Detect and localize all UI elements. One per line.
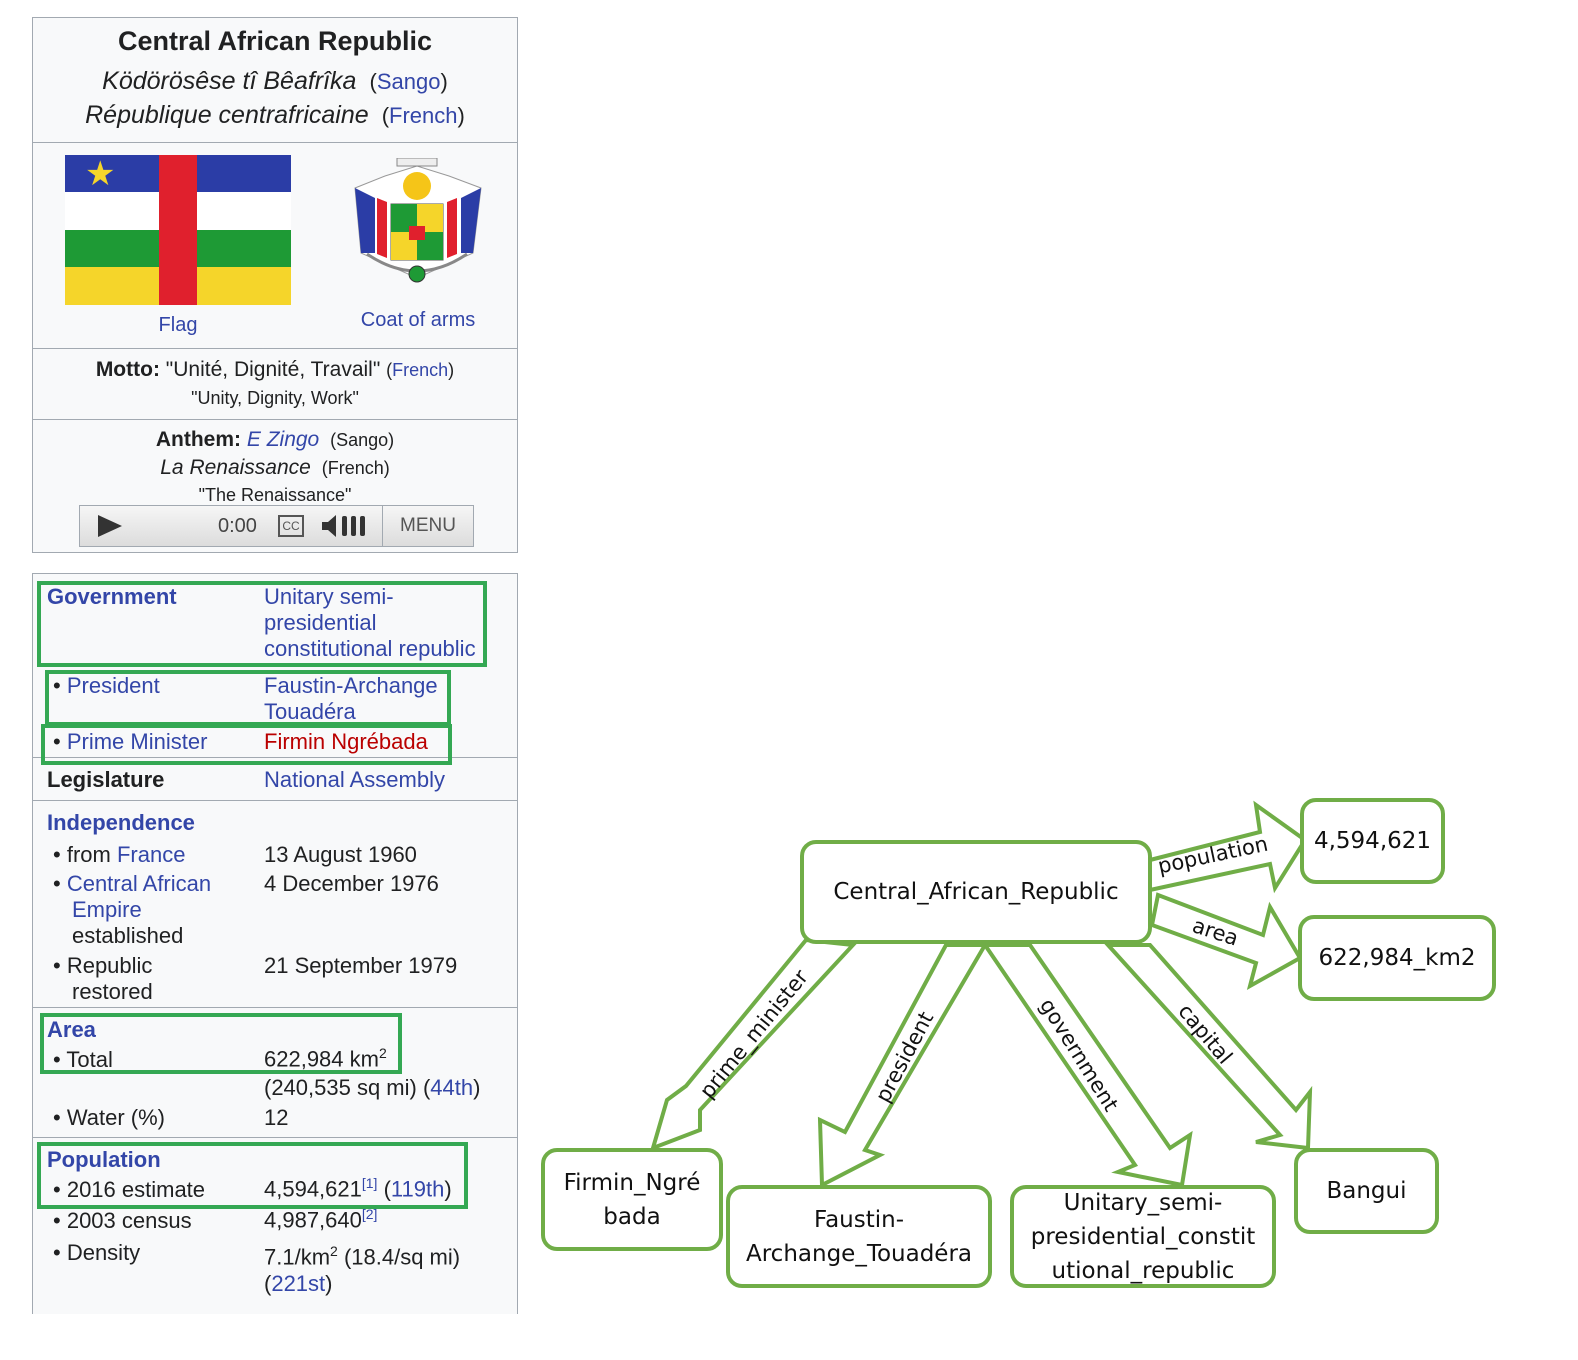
flag-caption[interactable]: Flag	[158, 314, 198, 336]
water-value: 12	[264, 1105, 289, 1130]
infobox-top: Central African Republic Ködörösêse tî B…	[32, 17, 518, 553]
legislature-value[interactable]: National Assembly	[264, 767, 445, 792]
republic-value: 21 September 1979	[264, 953, 458, 978]
node-bangui: Bangui	[1294, 1148, 1439, 1234]
population-rank-link[interactable]: 119th	[390, 1176, 445, 1202]
edge-arrow-capital	[1103, 943, 1313, 1151]
highlight-prime-minister	[41, 724, 452, 765]
ref-1-link[interactable]: [1]	[361, 1175, 378, 1191]
edge-arrow-president	[817, 943, 989, 1189]
closed-captions-icon[interactable]: CC	[278, 515, 304, 537]
native-name-sango: Ködörösêse tî Bêafrîka (Sango)	[102, 67, 448, 95]
census-value: 4,987,640[2]	[264, 1206, 378, 1233]
highlight-population	[37, 1142, 468, 1209]
president-link[interactable]: President	[66, 673, 160, 698]
president-row-label: • President	[53, 673, 160, 698]
total-sqmi: (240,535 sq mi) (44th)	[264, 1075, 481, 1100]
node-central-african-republic: Central_African_Republic	[800, 840, 1152, 944]
empire-link[interactable]: Central African	[66, 871, 212, 896]
anthem-link[interactable]: E Zingo	[246, 428, 320, 451]
density-rank-link[interactable]: 221st	[271, 1271, 326, 1297]
sango-link[interactable]: Sango	[376, 69, 441, 94]
motto: Motto: "Unité, Dignité, Travail" (French…	[95, 358, 455, 381]
menu-button[interactable]: MENU	[400, 515, 456, 536]
motto-translation: "Unity, Dignity, Work"	[191, 388, 359, 408]
legislature-label: Legislature	[47, 767, 165, 792]
coat-of-arms-image[interactable]	[345, 158, 490, 296]
french-link[interactable]: French	[389, 103, 458, 128]
anthem: Anthem: E Zingo (Sango)	[155, 428, 395, 451]
from-france-value: 13 August 1960	[264, 842, 417, 867]
total-value: 622,984 km2	[264, 1045, 387, 1072]
volume-icon[interactable]	[320, 513, 372, 539]
edge-arrow-population	[1148, 800, 1308, 894]
node-population-value: 4,594,621	[1300, 798, 1445, 884]
anthem-french: La Renaissance (French)	[160, 456, 390, 479]
total-label: • Total	[53, 1047, 113, 1072]
highlight-government	[37, 581, 487, 667]
node-faustin-archange-touadera: Faustin- Archange_Touadéra	[726, 1185, 992, 1288]
estimate-value: 4,594,621[1] (119th)	[264, 1175, 452, 1202]
node-area-value: 622,984_km2	[1298, 915, 1496, 1001]
edge-arrow-prime-minister	[649, 937, 858, 1152]
area-rank-link[interactable]: 44th	[430, 1075, 474, 1100]
anthem-translation: "The Renaissance"	[198, 485, 352, 505]
government-label[interactable]: Government	[47, 584, 177, 609]
ref-2-link[interactable]: [2]	[361, 1206, 378, 1222]
president-value[interactable]: Faustin-Archange Touadéra	[264, 673, 438, 724]
motto-lang-link[interactable]: French	[392, 360, 449, 380]
republic-label: • Republic restored	[53, 953, 153, 1004]
star-icon: ★	[85, 155, 116, 193]
edge-arrow-area	[1149, 892, 1303, 991]
government-value[interactable]: Unitary semi- presidential constitutiona…	[264, 584, 476, 661]
pm-value[interactable]: Firmin Ngrébada	[264, 729, 428, 754]
highlight-area	[40, 1013, 402, 1074]
empire-label: • Central African Empire established	[53, 871, 212, 948]
time-display: 0:00	[218, 515, 257, 537]
census-label: • 2003 census	[53, 1208, 192, 1233]
play-icon[interactable]	[98, 515, 122, 537]
france-link[interactable]: France	[116, 842, 186, 867]
water-label: • Water (%)	[53, 1105, 166, 1130]
coat-of-arms-caption[interactable]: Coat of arms	[360, 309, 476, 331]
country-title: Central African Republic	[117, 26, 433, 56]
pm-row-label: • Prime Minister	[53, 729, 208, 754]
node-firmin-ngrebada: Firmin_Ngré bada	[541, 1148, 723, 1251]
area-label[interactable]: Area	[47, 1017, 96, 1042]
prime-minister-link[interactable]: Prime Minister	[66, 729, 208, 754]
empire-value: 4 December 1976	[264, 871, 439, 896]
infobox-bottom	[32, 573, 518, 1314]
estimate-label: • 2016 estimate	[53, 1177, 206, 1202]
density-value: 7.1/km2 (18.4/sq mi) (221st)	[264, 1243, 461, 1297]
audio-player: 0:00 CC MENU	[79, 505, 474, 547]
independence-label[interactable]: Independence	[47, 810, 195, 835]
density-label: • Density	[53, 1240, 141, 1265]
population-label[interactable]: Population	[47, 1147, 161, 1172]
edge-arrow-government	[981, 943, 1193, 1188]
native-name-french: République centrafricaine (French)	[85, 101, 465, 129]
from-france-label: • from France	[53, 842, 186, 867]
node-unitary-semi-presidential: Unitary_semi- presidential_constit ution…	[1010, 1185, 1276, 1288]
flag-image[interactable]: ★	[65, 155, 291, 305]
